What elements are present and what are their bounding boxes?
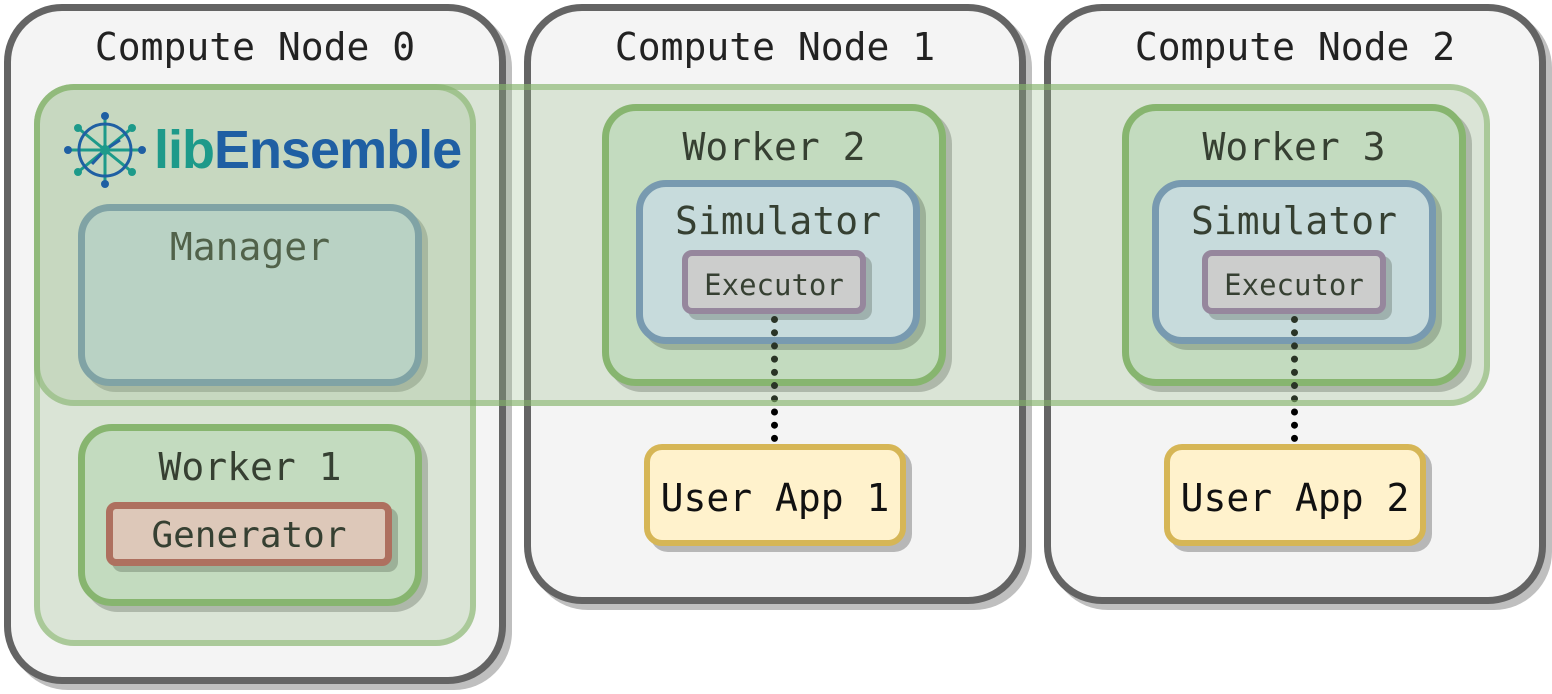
worker-2-label: Worker 2 [682,125,866,169]
libensemble-logo-icon [64,112,146,188]
generator-box: Generator [106,502,392,566]
worker-1-label: Worker 1 [158,445,342,489]
user-app-1-label: User App 1 [660,476,890,520]
logo-text-lib: lib [154,120,215,180]
libensemble-logo-wordmark: libEnsemble [154,110,462,190]
generator-label: Generator [151,515,347,556]
executor-2-box: Executor [682,250,866,314]
simulator-2-label: Simulator [675,199,881,243]
compute-node-1-title: Compute Node 1 [614,25,936,69]
user-app-2-label: User App 2 [1180,476,1410,520]
connector-executor-2-to-app-1 [771,316,778,442]
libensemble-overlay-vertical [34,84,476,646]
compute-node-0-title: Compute Node 0 [94,25,416,69]
manager-box: Manager [78,204,422,386]
compute-node-2-title: Compute Node 2 [1134,25,1456,69]
user-app-1-box: User App 1 [644,444,906,546]
executor-3-label: Executor [1224,268,1364,302]
libensemble-logo: libEnsemble [62,110,462,190]
executor-2-label: Executor [704,268,844,302]
connector-executor-3-to-app-2 [1291,316,1298,442]
simulator-3-label: Simulator [1191,199,1397,243]
executor-3-box: Executor [1202,250,1386,314]
manager-label: Manager [169,225,331,269]
user-app-2-box: User App 2 [1164,444,1426,546]
logo-text-ensemble: Ensemble [214,120,462,180]
worker-3-label: Worker 3 [1202,125,1386,169]
libensemble-overlay-horizontal [34,84,1490,406]
